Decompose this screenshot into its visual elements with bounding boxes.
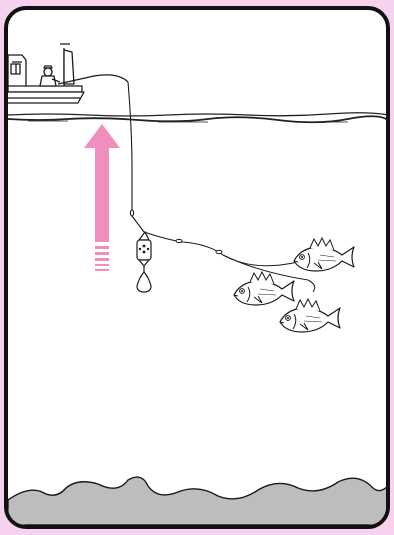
sea-bream-icon	[294, 238, 354, 271]
sea-bream-icon	[234, 272, 294, 305]
illustration-panel	[4, 6, 390, 529]
leader-line	[144, 232, 315, 292]
seabed	[8, 477, 386, 525]
up-arrow-icon	[84, 124, 120, 271]
sinker-icon	[137, 232, 151, 292]
sea-bream-icon	[280, 299, 340, 332]
fishing-scene	[8, 10, 386, 525]
fishing-boat-icon	[8, 44, 128, 103]
water-surface	[8, 113, 386, 123]
fishing-line	[128, 82, 144, 232]
